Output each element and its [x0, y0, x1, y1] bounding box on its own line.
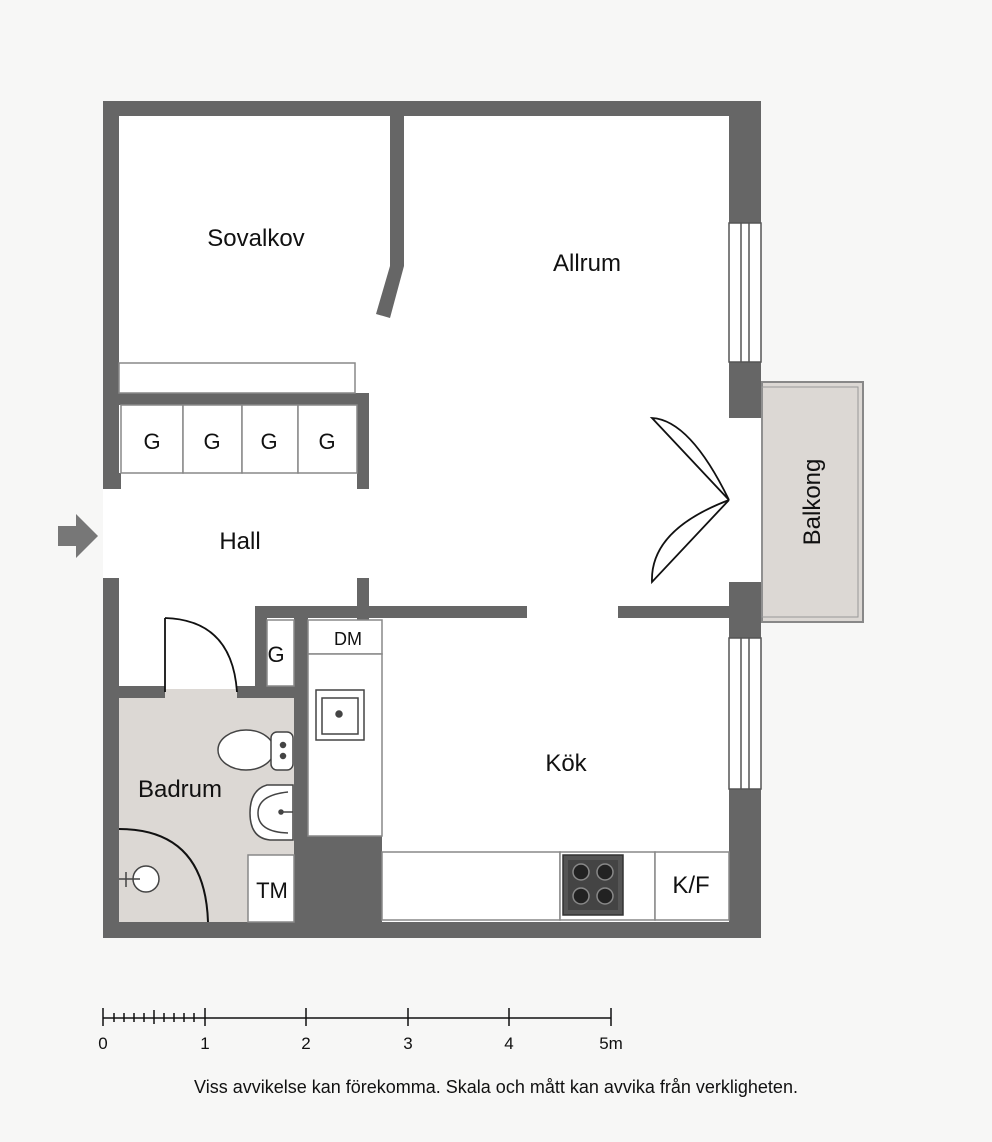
scale-tick-label: 3 [403, 1034, 412, 1053]
room-label-balkong: Balkong [799, 459, 826, 546]
scale-tick-label: 5m [599, 1034, 623, 1053]
bathroom-door [164, 617, 238, 693]
scale-tick-label: 4 [504, 1034, 513, 1053]
room-label-sovalkov: Sovalkov [207, 225, 304, 252]
entrance-arrow-icon [58, 514, 98, 558]
wardrobe-label: G [318, 429, 335, 454]
window-allrum [728, 222, 762, 363]
wardrobe-label: G [260, 429, 277, 454]
scale-tick-label: 1 [200, 1034, 209, 1053]
shower-icon [118, 828, 209, 923]
interior-walls [103, 116, 729, 922]
balcony-area [761, 381, 864, 623]
room-label-kok: Kök [545, 750, 587, 777]
toilet-icon [217, 729, 294, 771]
scale-bar [102, 1008, 612, 1026]
stove-icon [562, 854, 624, 916]
dishwasher-label: DM [334, 629, 362, 649]
shelf [118, 362, 356, 394]
washbasin-icon [249, 784, 294, 841]
washing-machine [247, 854, 295, 923]
disclaimer-text: Viss avvikelse kan förekomma. Skala och … [194, 1077, 798, 1097]
wardrobe-label: G [203, 429, 220, 454]
scale-tick-label: 2 [301, 1034, 310, 1053]
wardrobe-row [120, 404, 358, 687]
wardrobe-label: G [143, 429, 160, 454]
exterior-walls [103, 101, 761, 938]
room-label-hall: Hall [219, 528, 260, 555]
washing-machine-label: TM [256, 878, 288, 903]
fridge-freezer-label: K/F [672, 872, 709, 899]
wardrobe-label: G [267, 642, 284, 667]
room-label-badrum: Badrum [138, 776, 222, 803]
window-kok [728, 637, 762, 790]
kitchen-sink-icon [315, 689, 365, 741]
balcony-door [649, 416, 760, 585]
scale-tick-label: 0 [98, 1034, 107, 1053]
room-label-allrum: Allrum [553, 250, 621, 277]
